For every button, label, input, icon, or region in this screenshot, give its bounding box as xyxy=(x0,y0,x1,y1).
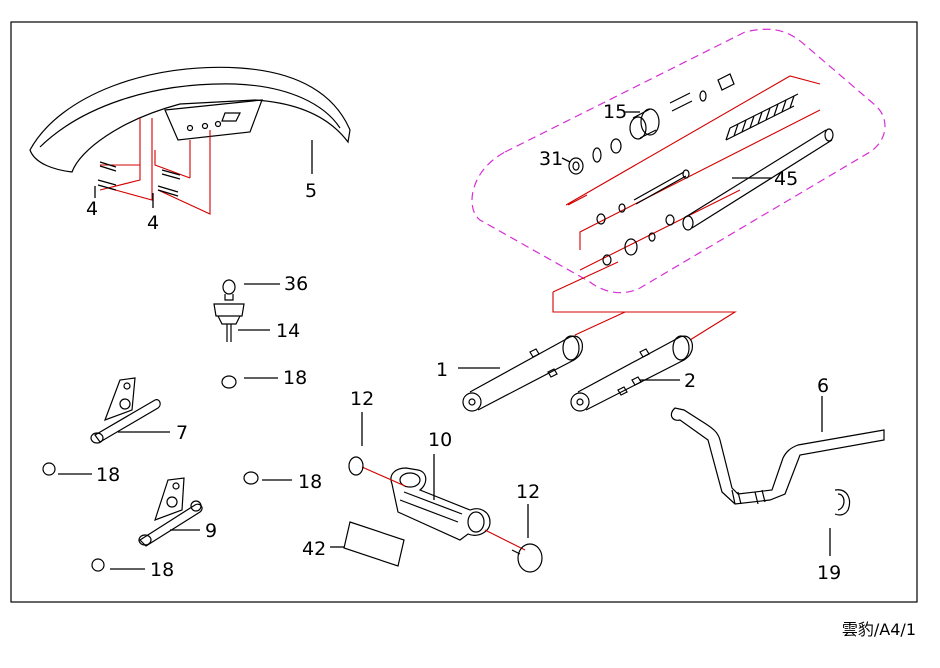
callout-6: 6 xyxy=(817,375,829,397)
handlebar xyxy=(670,407,885,505)
callout-42: 42 xyxy=(302,538,326,560)
drawing-code-caption: 雲豹/A4/1 xyxy=(841,620,916,639)
fork-explode-lines xyxy=(552,75,821,341)
holder-plate xyxy=(343,521,405,567)
leader-lines xyxy=(58,111,831,570)
callout-14: 14 xyxy=(276,320,300,342)
callout-4a: 4 xyxy=(86,198,98,220)
callout-45: 45 xyxy=(774,168,798,190)
fork-leg-right xyxy=(570,335,693,412)
o-ring-1 xyxy=(221,375,237,389)
callout-5: 5 xyxy=(305,180,317,202)
callout-18b: 18 xyxy=(96,464,120,486)
callout-4b: 4 xyxy=(147,212,159,234)
callout-18a: 18 xyxy=(283,367,307,389)
callout-12a: 12 xyxy=(350,388,374,410)
front-stay-lower xyxy=(138,477,203,547)
o-ring-3 xyxy=(243,471,259,485)
callout-19: 19 xyxy=(817,562,841,584)
fork-internals-group-outline xyxy=(471,28,886,294)
holder-cap-bottom xyxy=(511,543,543,573)
callout-36: 36 xyxy=(284,273,308,295)
callout-7: 7 xyxy=(176,422,188,444)
part-number-labels: 5 4 4 36 14 18 7 18 18 9 18 12 10 12 42 … xyxy=(86,101,841,584)
front-stay-upper xyxy=(90,377,161,444)
handlebar-clip xyxy=(834,489,851,516)
callout-9: 9 xyxy=(205,520,217,542)
callout-31: 31 xyxy=(539,148,563,170)
fender-bolts xyxy=(97,161,181,197)
callout-18d: 18 xyxy=(150,559,174,581)
steering-stem-parts xyxy=(213,279,245,342)
callout-18c: 18 xyxy=(298,471,322,493)
o-ring-2 xyxy=(42,462,56,476)
handlebar-holder xyxy=(390,467,491,541)
callout-15: 15 xyxy=(603,101,627,123)
callout-10: 10 xyxy=(428,429,452,451)
diagram-frame xyxy=(10,21,918,603)
holder-explode-lines xyxy=(361,466,526,551)
callout-12b: 12 xyxy=(516,481,540,503)
callout-2: 2 xyxy=(684,370,696,392)
fender-explode-lines xyxy=(99,118,211,215)
holder-cap-top xyxy=(348,456,364,476)
fork-leg-left xyxy=(462,335,583,412)
fork-internal-parts xyxy=(568,73,834,266)
callout-1: 1 xyxy=(436,359,448,381)
o-ring-4 xyxy=(91,558,105,572)
front-fender xyxy=(29,66,351,173)
